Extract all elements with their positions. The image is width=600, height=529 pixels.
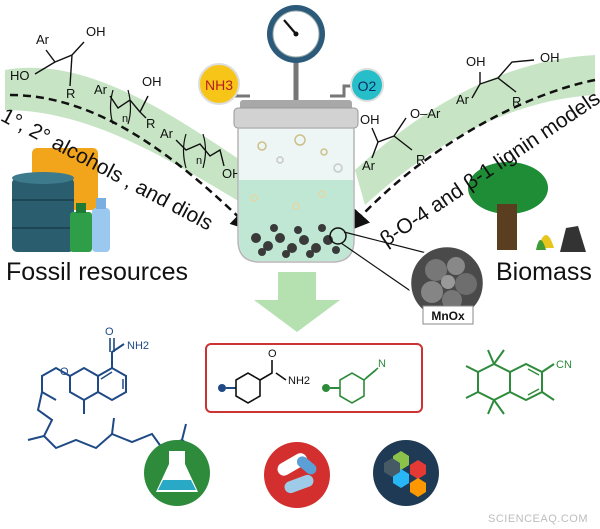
r-label: R: [416, 152, 425, 167]
primary-alcohol-structure: Ar n OH: [160, 126, 242, 181]
tetralin-nitrile-product: CN: [465, 349, 572, 415]
r-label: R: [146, 116, 155, 131]
cn-label: CN: [556, 359, 572, 371]
ar-label: Ar: [362, 158, 376, 173]
amide-nh2-label: NH2: [288, 375, 310, 387]
right-substrate-band: [355, 55, 595, 205]
ar-label: Ar: [36, 32, 50, 47]
ar-label: Ar: [160, 126, 174, 141]
watermark: SCIENCEAQ.COM: [487, 513, 588, 525]
fossil-resources-label: Fossil resources: [6, 258, 188, 286]
ar-label: Ar: [94, 82, 108, 97]
fossil-barrels-illustration: [12, 148, 110, 252]
product-box: O NH2 N: [205, 343, 423, 413]
down-arrow: [254, 272, 340, 332]
flask-icon: [144, 440, 210, 506]
oh-label: OH: [540, 50, 560, 65]
reactor: [210, 5, 447, 293]
beta-o4-lignin-structure: OH O–Ar Ar R: [360, 106, 441, 173]
ar-label: Ar: [456, 92, 470, 107]
biomass-tree-illustration: [468, 162, 586, 252]
r-label: R: [512, 94, 521, 109]
pills-icon: [264, 442, 330, 508]
tocopherol-amide-product: O NH2 O: [27, 326, 197, 451]
ammonia-label: NH3: [205, 77, 233, 93]
n-subscript: n: [196, 155, 202, 167]
oh-label: OH: [466, 54, 486, 69]
pressure-gauge-icon: [267, 5, 325, 63]
ho-label: HO: [10, 68, 30, 83]
benzamide-structure: O NH2: [218, 348, 310, 404]
oxygen-label: O2: [358, 78, 377, 94]
amide-o-label: O: [268, 348, 277, 360]
right-dashed-arrow: [346, 78, 596, 232]
oh-label: OH: [142, 74, 162, 89]
left-dashed-arrow: [9, 93, 254, 232]
mnox-label: MnOx: [431, 309, 465, 323]
o-ar-label: O–Ar: [410, 106, 441, 121]
r-label: R: [66, 86, 75, 101]
beta-1-lignin-structure: Ar OH OH R: [456, 50, 560, 109]
ammonia-bubble: NH3: [198, 63, 240, 105]
hexagon-materials-icon: [373, 440, 439, 506]
biomass-label: Biomass: [496, 258, 592, 286]
mnox-micrograph: MnOx: [408, 244, 486, 325]
oxygen-bubble: O2: [350, 68, 384, 102]
oh-label: OH: [86, 24, 106, 39]
nh2-label: NH2: [127, 340, 149, 352]
oh-label: OH: [360, 112, 380, 127]
n-subscript: n: [122, 113, 128, 125]
benzonitrile-structure: N: [322, 358, 386, 404]
nitrile-n-label: N: [378, 358, 386, 370]
carbonyl-o-label: O: [105, 326, 114, 338]
diol-structure: Ar OH HO R: [10, 24, 106, 101]
secondary-alcohol-structure: Ar OH R n: [94, 74, 162, 131]
oh-label: OH: [222, 166, 242, 181]
left-substrate-band: [5, 67, 255, 206]
